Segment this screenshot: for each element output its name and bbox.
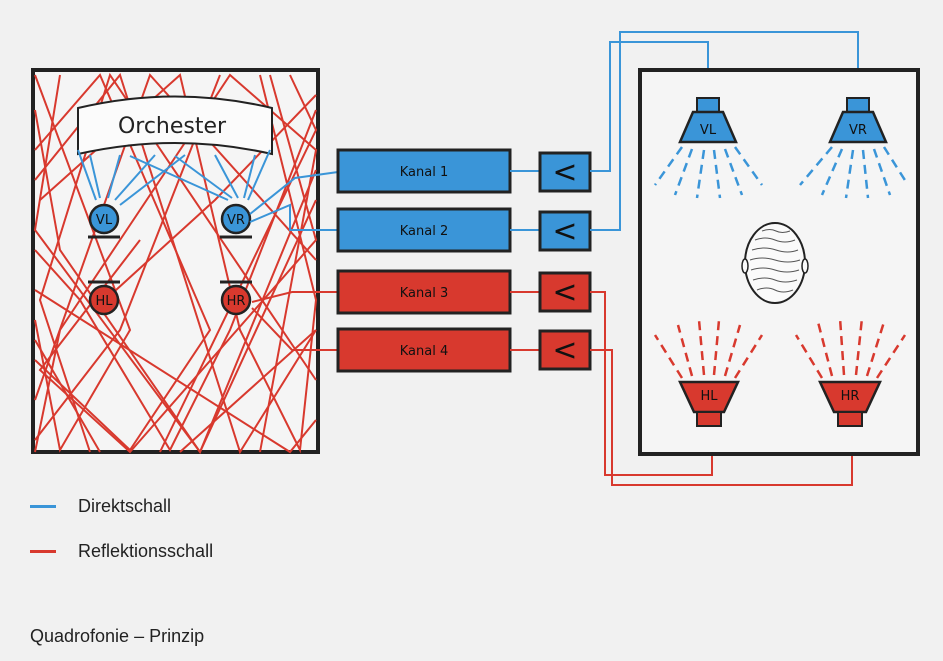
channel-4: Kanal 4 — [336, 327, 512, 373]
mic-front-left: VL — [88, 203, 120, 239]
amplifier-3: < — [538, 271, 592, 313]
svg-text:VL: VL — [96, 213, 113, 228]
legend-direct: Direktschall — [30, 496, 171, 517]
hall-wiring — [249, 171, 339, 351]
speaker-front-right: VR — [799, 97, 910, 199]
svg-text:Kanal 4: Kanal 4 — [400, 344, 448, 359]
amplifier-2: < — [538, 210, 592, 252]
svg-text:<: < — [552, 333, 577, 368]
svg-text:VL: VL — [700, 123, 717, 138]
svg-text:HR: HR — [841, 389, 860, 404]
direct-sound-rays — [77, 149, 271, 206]
legend-reflection-swatch — [30, 550, 56, 553]
svg-text:HL: HL — [700, 389, 718, 404]
figure-caption: Quadrofonie – Prinzip — [30, 626, 205, 646]
svg-text:<: < — [552, 275, 577, 310]
svg-text:VR: VR — [849, 123, 867, 138]
svg-text:<: < — [552, 155, 577, 190]
amplifier-4: < — [538, 329, 592, 371]
channel-1: Kanal 1 — [336, 148, 512, 194]
svg-text:Kanal 2: Kanal 2 — [400, 224, 448, 239]
orchestra-label: Orchester — [118, 114, 227, 139]
legend-reflection-label: Reflektionsschall — [78, 541, 214, 561]
speaker-rear-left: HL — [653, 319, 764, 427]
speaker-wiring — [590, 31, 859, 486]
channel-2: Kanal 2 — [336, 207, 512, 253]
listener-head — [741, 222, 809, 304]
mic-front-right: VR — [220, 203, 252, 239]
svg-text:Kanal 3: Kanal 3 — [400, 286, 448, 301]
reflection-rays — [33, 72, 318, 455]
speaker-rear-right: HR — [794, 317, 907, 427]
svg-text:Kanal 1: Kanal 1 — [400, 165, 448, 180]
listening-room: VL VR — [638, 68, 920, 456]
svg-text:VR: VR — [227, 213, 245, 228]
legend-direct-label: Direktschall — [78, 496, 172, 516]
svg-text:<: < — [552, 214, 577, 249]
legend-reflection: Reflektionsschall — [30, 541, 213, 562]
mic-rear-right: HR — [220, 280, 252, 316]
channel-3: Kanal 3 — [336, 269, 512, 315]
concert-hall: Orchester VL VR HL — [31, 68, 339, 455]
channel-strip: Kanal 1 Kanal 2 Kanal 3 Kanal 4 < < — [336, 148, 592, 373]
svg-text:HR: HR — [227, 294, 246, 309]
mic-rear-left: HL — [88, 280, 120, 316]
amplifier-1: < — [538, 151, 592, 193]
legend-direct-swatch — [30, 505, 56, 508]
speaker-front-left: VL — [653, 97, 764, 199]
svg-text:HL: HL — [95, 294, 113, 309]
orchestra-stage — [77, 95, 273, 156]
